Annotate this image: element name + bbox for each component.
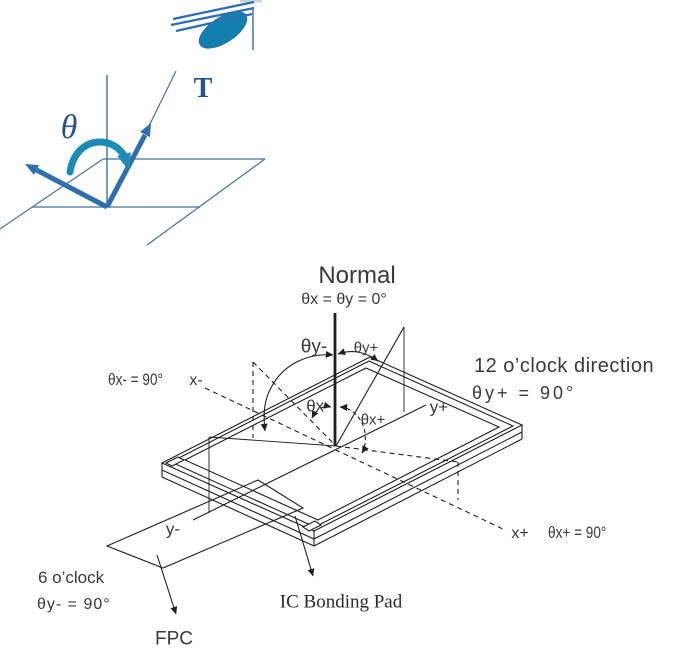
page-crop-artifact [240,0,262,3]
theta-y-minus-arc [260,350,334,432]
normal-equation-label: θx = θy = 0° [301,291,387,308]
theta-x-plus-arc-label: θx+ [360,411,386,429]
normal-label: Normal [318,262,396,289]
corner-mark-front [301,520,323,532]
fpc-outline [105,479,305,569]
fpc-label: FPC [155,628,193,650]
theta-rotation-arrow [66,138,131,176]
ic-callout-arrow [294,515,315,577]
x-plus-grazing-ray [335,445,459,463]
corner-mark-left [164,456,186,467]
theta-y-minus-equation-label: θy- = 90° [37,596,111,613]
left-axis-arrow [25,164,109,210]
tilt-sketch [0,0,266,246]
t-direction-label: T [193,73,213,104]
theta-angle-label: θ [60,109,78,146]
theta-y-plus-arc [337,348,379,362]
panel-diagram [105,313,524,615]
viewer-eye-icon [170,0,255,50]
six-oclock-ray [208,436,337,447]
x-axis-dashed [204,387,504,530]
y-minus-axis-label: y- [165,519,181,539]
ic-bonding-pad-label: IC Bonding Pad [279,591,403,613]
dashed-construction-lines [204,361,504,530]
theta-x-plus-arc [339,404,369,454]
theta-x-minus-arc [311,401,332,419]
x-minus-axis-label: x- [189,372,203,389]
theta-y-minus-arc-label: θy- [300,336,328,358]
y-plus-axis-label: y+ [429,397,449,417]
six-oclock-label: 6 o’clock [38,568,105,587]
tilt-direction-arrow [104,123,151,209]
theta-x-plus-equation-label: θx+ = 90° [548,523,607,542]
display-panel-outline [160,356,524,547]
t-direction-line [148,70,177,127]
theta-y-plus-arc-label: θy+ [353,339,379,357]
x-plus-axis-label: x+ [511,525,529,542]
twelve-oclock-label: 12 o’clock direction [474,355,655,377]
fpc-callout-arrow [156,554,178,615]
theta-x-minus-arc-label: θx- [306,396,330,416]
theta-y-plus-equation-label: θy+ = 90° [472,383,577,403]
theta-x-minus-equation-label: θx- = 90° [108,370,163,389]
y-axis-line [192,404,427,521]
